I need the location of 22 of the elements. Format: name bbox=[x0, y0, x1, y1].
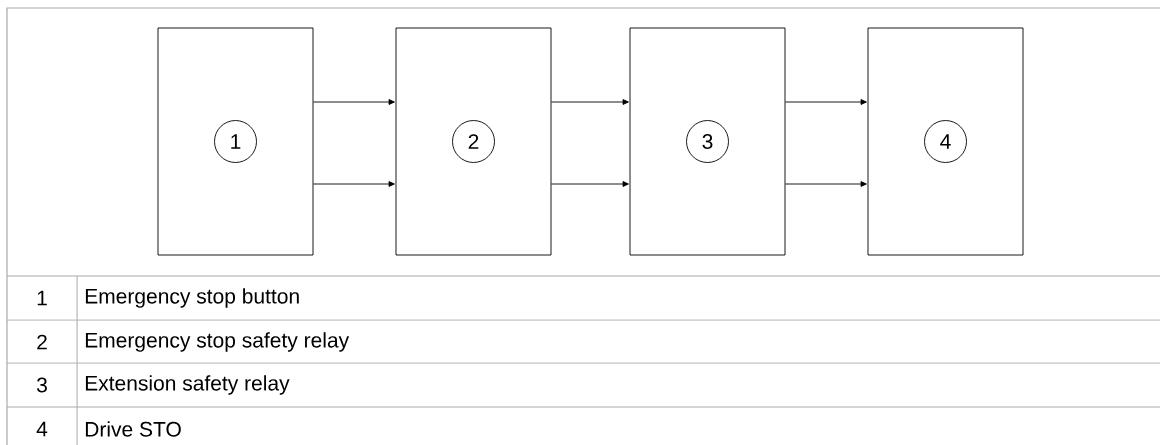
table-cell: 2 bbox=[37, 334, 47, 350]
arrow bbox=[551, 181, 629, 187]
callout-number: 1 bbox=[214, 120, 257, 163]
block-box bbox=[629, 27, 786, 256]
arrow bbox=[313, 99, 395, 105]
table-cell: Drive STO bbox=[85, 421, 181, 437]
callout-number: 3 bbox=[686, 120, 729, 163]
callout-number: 2 bbox=[452, 120, 495, 163]
block-box bbox=[395, 27, 552, 256]
arrow bbox=[313, 181, 395, 187]
arrow bbox=[785, 181, 867, 187]
table-cell: 4 bbox=[36, 421, 48, 437]
table-cell: 1 bbox=[37, 290, 47, 306]
arrow bbox=[551, 99, 629, 105]
block-box bbox=[867, 27, 1024, 256]
block-box bbox=[157, 27, 314, 256]
table-cell: Emergency stop button bbox=[85, 288, 299, 308]
callout-number: 4 bbox=[924, 120, 967, 163]
table-cell: Extension safety relay bbox=[85, 375, 290, 395]
table-cell: 3 bbox=[36, 377, 47, 393]
arrow bbox=[785, 99, 867, 105]
table-cell: Emergency stop safety relay bbox=[85, 332, 350, 352]
